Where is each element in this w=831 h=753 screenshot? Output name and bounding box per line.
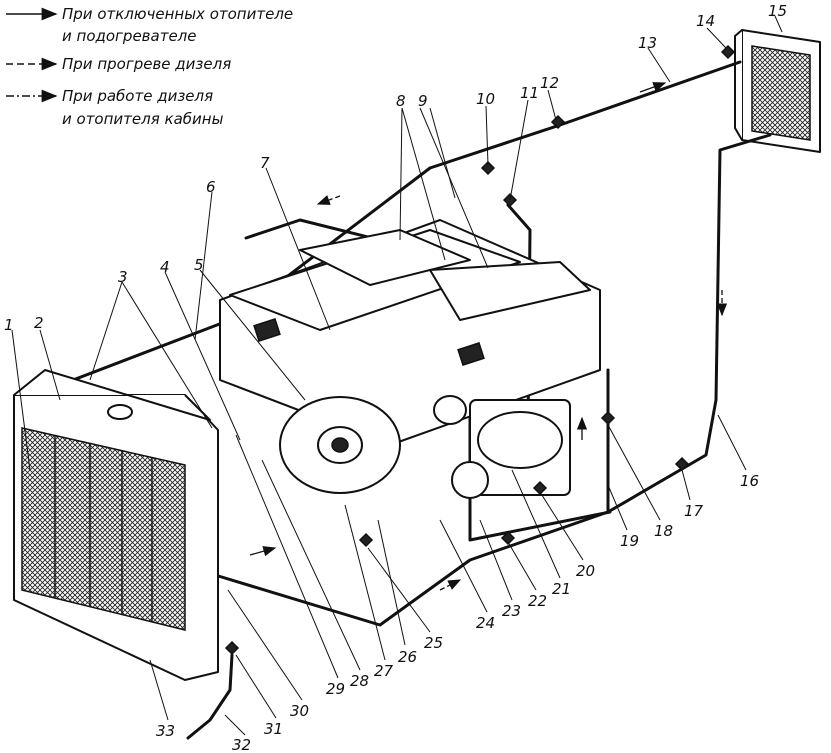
callout-7: 7 [260,154,270,172]
callout-24: 24 [476,614,495,632]
callout-2: 2 [34,314,44,332]
callout-26: 26 [398,648,417,666]
callout-18: 18 [654,522,673,540]
diesel-engine [219,219,601,499]
callout-16: 16 [740,472,759,490]
flow-arrows [249,82,728,591]
callout-20: 20 [576,562,595,580]
legend-label-line1: При работе дизеля [62,87,213,105]
callout-5: 5 [194,256,204,274]
callout-22: 22 [528,592,547,610]
radiator [13,369,219,681]
callout-12: 12 [540,74,559,92]
callout-3: 3 [118,268,128,286]
legend-entry-dashdot: При работе дизеля и отопителя кабины [6,87,224,128]
callout-25: 25 [424,634,443,652]
callout-13: 13 [638,34,657,52]
callout-4: 4 [160,258,170,276]
cabin-heater [734,29,821,153]
callout-33: 33 [156,722,175,740]
legend-entry-solid: При отключенных отопителе и подогревател… [6,5,293,45]
callout-17: 17 [684,502,704,520]
callout-1: 1 [4,316,14,334]
callout-27: 27 [374,662,394,680]
legend-label-line2: и подогревателе [62,27,197,45]
callout-31: 31 [264,720,283,738]
callout-11: 11 [520,84,539,102]
legend-label-line1: При отключенных отопителе [62,5,293,23]
callout-29: 29 [326,680,345,698]
callout-6: 6 [206,178,216,196]
callout-10: 10 [476,90,495,108]
legend: При отключенных отопителе и подогревател… [6,5,293,128]
callout-numbers: 1 2 3 4 5 6 7 8 9 10 11 12 13 14 15 16 1… [4,2,787,753]
callout-9: 9 [418,92,428,110]
callout-8: 8 [396,92,406,110]
callout-32: 32 [232,736,251,753]
legend-entry-dashed: При прогреве дизеля [6,55,231,73]
leader-lines [11,15,783,736]
callout-23: 23 [502,602,521,620]
callout-21: 21 [552,580,571,598]
callout-28: 28 [350,672,369,690]
callout-15: 15 [768,2,787,20]
callout-14: 14 [696,12,715,30]
callout-30: 30 [290,702,309,720]
legend-label-line2: и отопителя кабины [62,110,224,128]
drain-hose [186,653,234,740]
legend-label-line1: При прогреве дизеля [62,55,231,73]
callout-19: 19 [620,532,639,550]
